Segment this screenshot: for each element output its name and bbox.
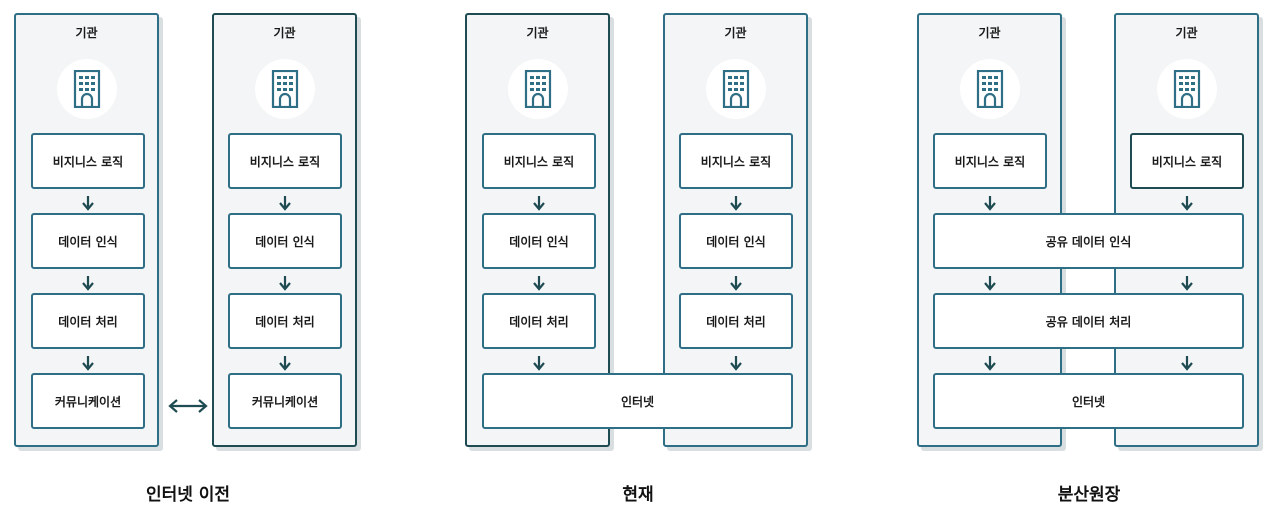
data-processing-box: 데이터 처리 <box>228 293 342 349</box>
data-recognition-box: 데이터 인식 <box>482 213 596 269</box>
arrow-down-icon <box>81 275 95 291</box>
arrow-down-icon <box>81 355 95 371</box>
arrow-down-icon <box>983 195 997 211</box>
arrow-down-icon <box>1180 355 1194 371</box>
arrow-down-icon <box>532 195 546 211</box>
building-icon <box>254 59 315 119</box>
column-title: 기관 <box>273 26 296 40</box>
column-title: 기관 <box>1175 26 1198 40</box>
arrow-down-icon <box>983 275 997 291</box>
building-icon <box>705 59 766 119</box>
building-icon <box>1156 59 1217 119</box>
column-title: 기관 <box>978 26 1001 40</box>
arrow-down-icon <box>983 355 997 371</box>
section-caption: 현재 <box>622 485 654 505</box>
communication-box: 커뮤니케이션 <box>228 373 342 429</box>
data-processing-box: 데이터 처리 <box>679 293 793 349</box>
column-title: 기관 <box>75 26 98 40</box>
business-logic-box: 비지니스 로직 <box>679 133 793 189</box>
column-title: 기관 <box>526 26 549 40</box>
arrow-down-icon <box>532 275 546 291</box>
internet-box: 인터넷 <box>933 373 1244 429</box>
section-caption: 인터넷 이전 <box>145 485 231 505</box>
business-logic-box: 비지니스 로직 <box>482 133 596 189</box>
communication-box: 커뮤니케이션 <box>31 373 145 429</box>
double-arrow-icon <box>168 399 208 413</box>
data-recognition-box: 데이터 인식 <box>679 213 793 269</box>
data-processing-box: 데이터 처리 <box>31 293 145 349</box>
business-logic-box: 비지니스 로직 <box>933 133 1047 189</box>
arrow-down-icon <box>1180 275 1194 291</box>
data-recognition-box: 데이터 인식 <box>31 213 145 269</box>
arrow-down-icon <box>81 195 95 211</box>
shared-data-recognition-box: 공유 데이터 인식 <box>933 213 1244 269</box>
arrow-down-icon <box>729 275 743 291</box>
arrow-down-icon <box>1180 195 1194 211</box>
column-title: 기관 <box>724 26 747 40</box>
arrow-down-icon <box>729 355 743 371</box>
business-logic-box: 비지니스 로직 <box>228 133 342 189</box>
building-icon <box>959 59 1020 119</box>
data-recognition-box: 데이터 인식 <box>228 213 342 269</box>
data-processing-box: 데이터 처리 <box>482 293 596 349</box>
internet-box: 인터넷 <box>482 373 793 429</box>
building-icon <box>56 59 117 119</box>
arrow-down-icon <box>278 355 292 371</box>
arrow-down-icon <box>278 195 292 211</box>
arrow-down-icon <box>729 195 743 211</box>
business-logic-box: 비지니스 로직 <box>1130 133 1244 189</box>
arrow-down-icon <box>532 355 546 371</box>
building-icon <box>507 59 568 119</box>
shared-data-processing-box: 공유 데이터 처리 <box>933 293 1244 349</box>
arrow-down-icon <box>278 275 292 291</box>
business-logic-box: 비지니스 로직 <box>31 133 145 189</box>
section-caption: 분산원장 <box>1057 485 1121 505</box>
